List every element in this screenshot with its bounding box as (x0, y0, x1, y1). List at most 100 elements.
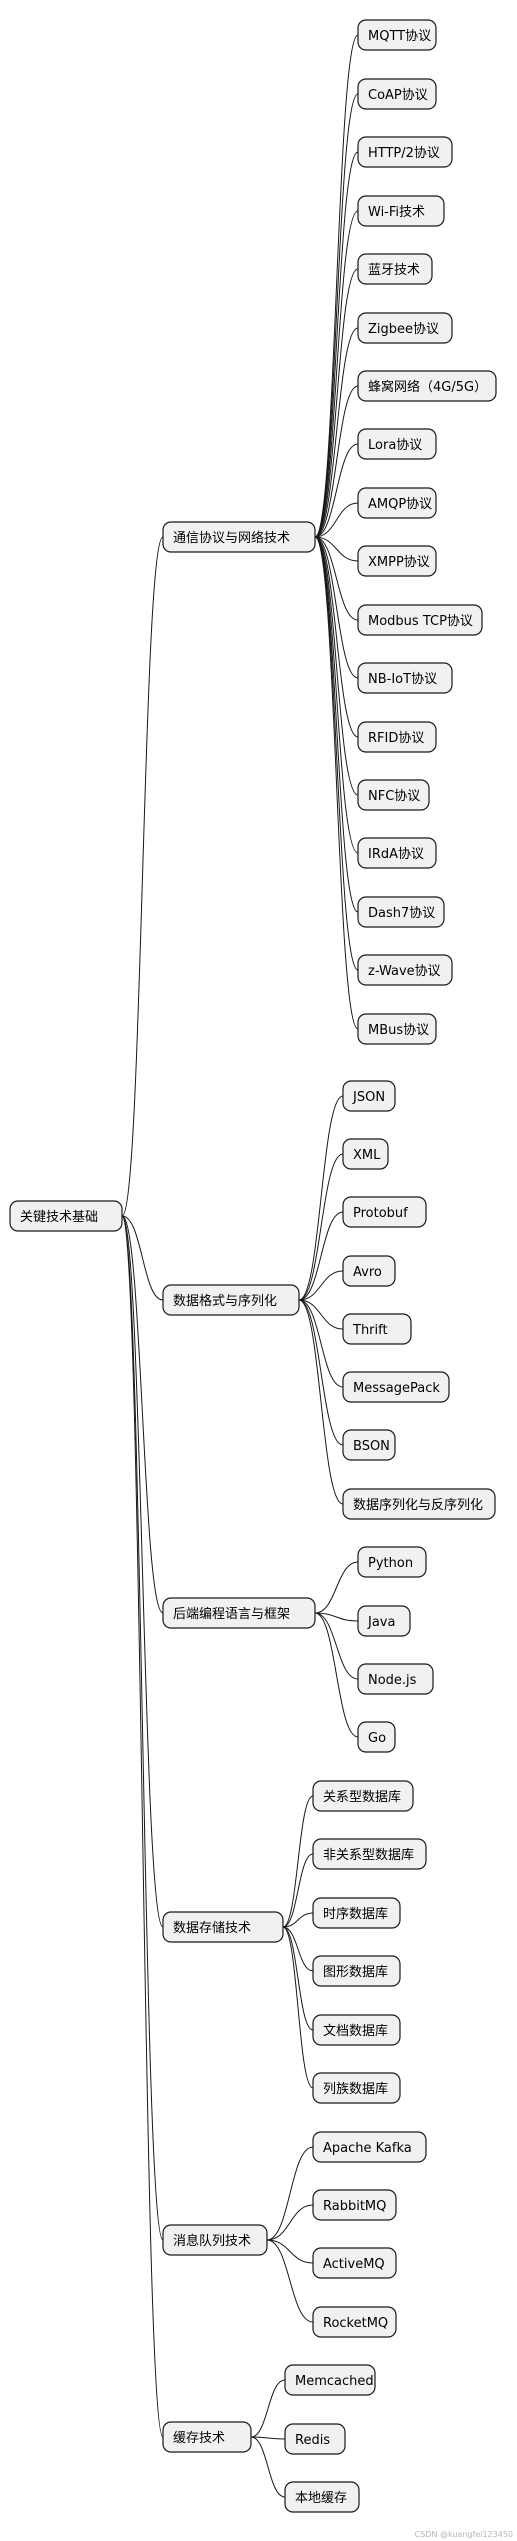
leaf-node-box (284, 2423, 346, 2455)
leaf-node: 文档数据库 (312, 2014, 401, 2046)
leaf-node-box (342, 1196, 427, 1228)
leaf-node-box (357, 78, 437, 110)
leaf-node-label: Apache Kafka (323, 2141, 412, 2156)
leaf-node-box (284, 2364, 376, 2396)
leaf-node-label: z-Wave协议 (368, 964, 441, 979)
leaf-node: 列族数据库 (312, 2072, 401, 2104)
leaf-node-label: Redis (295, 2433, 330, 2448)
leaf-node: Lora协议 (357, 428, 437, 460)
leaf-node-label: RabbitMQ (323, 2199, 386, 2214)
leaf-node-box (357, 662, 453, 694)
leaf-node-box (357, 253, 433, 285)
edge-branch-to-leaf (298, 1299, 344, 1388)
leaf-node-box (312, 2247, 397, 2279)
edge-root-to-branch (121, 1215, 164, 1614)
edge-branch-to-leaf (298, 1299, 344, 1505)
edge-root-to-branch (121, 1215, 164, 1928)
leaf-node-box (357, 136, 453, 168)
leaf-node-label: 非关系型数据库 (323, 1847, 414, 1863)
leaf-node-box (312, 2189, 397, 2221)
leaf-node-label: 图形数据库 (323, 1964, 388, 1980)
leaf-node-box (312, 2072, 401, 2104)
leaf-node: Memcached (284, 2364, 376, 2396)
leaf-node-box (357, 428, 437, 460)
branch-node-box (162, 1911, 284, 1943)
leaf-node-label: XML (353, 1148, 381, 1163)
leaf-node-box (342, 1371, 450, 1403)
edge-branch-to-leaf (298, 1270, 344, 1301)
leaf-node: Dash7协议 (357, 896, 445, 928)
edge-branch-to-leaf (314, 210, 359, 538)
edge-branch-to-leaf (314, 268, 359, 538)
leaf-node: Zigbee协议 (357, 312, 453, 344)
edge-root-to-branch (121, 1215, 164, 1301)
leaf-node: 非关系型数据库 (312, 1838, 427, 1870)
leaf-node-label: 关系型数据库 (323, 1789, 401, 1805)
leaf-node: Redis (284, 2423, 346, 2455)
leaf-node-label: Java (367, 1615, 395, 1630)
edge-branch-to-leaf (314, 327, 359, 538)
leaf-node: ActiveMQ (312, 2247, 397, 2279)
leaf-node-label: 时序数据库 (323, 1906, 388, 1922)
leaf-node: 关系型数据库 (312, 1780, 414, 1812)
root-node: 关键技术基础 (9, 1200, 123, 1232)
leaf-node: MQTT协议 (357, 19, 437, 51)
edge-branch-to-leaf (298, 1211, 344, 1301)
edge-branch-to-leaf (314, 536, 359, 621)
leaf-node: CoAP协议 (357, 78, 437, 110)
leaf-node-box (357, 487, 437, 519)
leaf-node-label: NB-IoT协议 (368, 672, 437, 687)
leaf-node: z-Wave协议 (357, 954, 453, 986)
edge-branch-to-leaf (266, 2204, 314, 2241)
branch-node-label: 缓存技术 (173, 2431, 225, 2446)
edge-branch-to-leaf (314, 1612, 359, 1680)
leaf-node-label: AMQP协议 (368, 497, 432, 512)
edge-branch-to-leaf (266, 2146, 314, 2241)
leaf-node-label: Lora协议 (368, 438, 422, 453)
leaf-node: 本地缓存 (284, 2481, 360, 2513)
leaf-node: NFC协议 (357, 779, 430, 811)
branch-node-box (162, 2421, 252, 2453)
leaf-node: RocketMQ (312, 2306, 397, 2338)
edge-branch-to-leaf (314, 151, 359, 538)
leaf-node: Avro (342, 1255, 396, 1287)
edge-branch-to-leaf (314, 536, 359, 679)
leaf-node-label: 文档数据库 (323, 2023, 388, 2039)
branch-node-box (162, 2224, 268, 2256)
leaf-node: RabbitMQ (312, 2189, 397, 2221)
leaf-node-label: IRdA协议 (368, 847, 424, 862)
leaf-node-label: 数据序列化与反序列化 (353, 1498, 483, 1513)
leaf-node-label: 蓝牙技术 (368, 263, 420, 278)
edge-root-to-branch (121, 536, 164, 1217)
leaf-node-label: Modbus TCP协议 (368, 614, 473, 629)
leaf-node-label: Avro (353, 1265, 382, 1280)
leaf-node-label: NFC协议 (368, 789, 420, 804)
edge-branch-to-leaf (314, 536, 359, 562)
edge-root-to-branch (121, 1215, 164, 2241)
leaf-node: 图形数据库 (312, 1955, 401, 1987)
leaf-node-label: Zigbee协议 (368, 322, 439, 337)
edge-branch-to-leaf (250, 2436, 286, 2440)
root-node-box (9, 1200, 123, 1232)
branch-node: 缓存技术 (162, 2421, 252, 2453)
watermark: CSDN @kuangfei123450 (414, 2530, 513, 2539)
edge-branch-to-leaf (298, 1299, 344, 1446)
leaf-node-box (312, 2014, 401, 2046)
edge-branch-to-leaf (250, 2436, 286, 2498)
leaf-node: JSON (342, 1080, 396, 1112)
leaf-node-label: Node.js (368, 1673, 417, 1688)
root-node-label: 关键技术基础 (20, 1210, 98, 1225)
edge-branch-to-leaf (314, 385, 359, 538)
edge-branch-to-leaf (314, 93, 359, 538)
leaf-node-box (312, 2306, 397, 2338)
edge-branch-to-leaf (314, 1612, 359, 1738)
leaf-node-box (357, 1605, 411, 1637)
edge-branch-to-leaf (314, 1612, 359, 1622)
leaf-node: XML (342, 1138, 389, 1170)
edge-branch-to-leaf (314, 536, 359, 1030)
leaf-node: AMQP协议 (357, 487, 437, 519)
leaf-node-box (357, 837, 437, 869)
leaf-node: MessagePack (342, 1371, 450, 1403)
leaf-node-label: Thrift (352, 1323, 388, 1338)
leaf-node-label: Protobuf (353, 1206, 408, 1221)
